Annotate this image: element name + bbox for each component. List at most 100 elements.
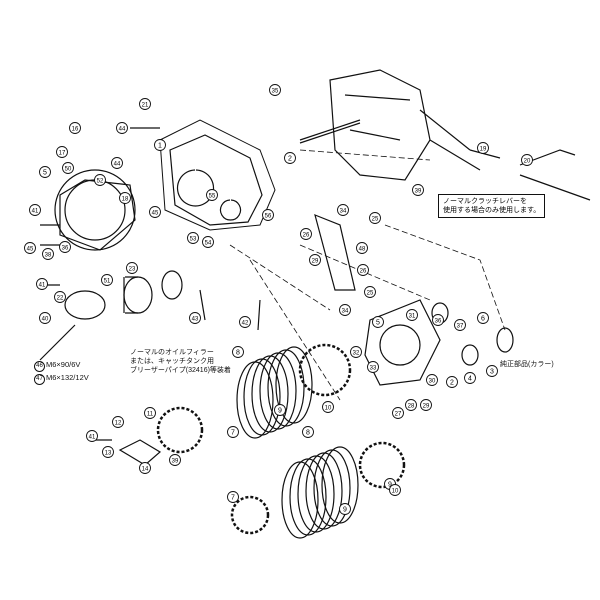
callout-26: 26 bbox=[357, 264, 369, 276]
callout-circle bbox=[119, 192, 131, 204]
callout-45: 45 bbox=[149, 206, 161, 218]
callout-circle bbox=[269, 84, 281, 96]
callout-number: 13 bbox=[105, 450, 112, 456]
callout-number: 19 bbox=[480, 146, 487, 152]
callout-number: 10 bbox=[325, 405, 332, 411]
callout-circle bbox=[169, 454, 181, 466]
callout-circle bbox=[406, 309, 418, 321]
callout-circle bbox=[426, 374, 438, 386]
callout-number: 36 bbox=[62, 245, 69, 251]
callout-circle bbox=[454, 319, 466, 331]
callout-circle bbox=[59, 241, 71, 253]
callout-40: 40 bbox=[39, 312, 51, 324]
callout-circle bbox=[521, 154, 533, 166]
callout-33: 33 bbox=[367, 361, 379, 373]
callout-number: 25 bbox=[367, 290, 374, 296]
clutch-lever-note-line: 使用する場合のみ使用します。 bbox=[443, 207, 541, 214]
callout-39: 39 bbox=[412, 184, 424, 196]
callout-44: 44 bbox=[111, 157, 123, 169]
callout-number: 9 bbox=[278, 407, 282, 414]
callout-7: 7 bbox=[227, 426, 239, 438]
callout-number: 2 bbox=[288, 155, 292, 162]
callout-number: 4 bbox=[468, 375, 472, 382]
engine-case bbox=[329, 69, 481, 181]
spring bbox=[161, 270, 183, 300]
callout-circle bbox=[372, 316, 384, 328]
callout-12: 12 bbox=[112, 416, 124, 428]
oil-filler-note-line: ノーマルのオイルフィラー bbox=[130, 349, 214, 356]
derby-cover-plate bbox=[59, 179, 136, 251]
callout-56: 56 bbox=[262, 209, 274, 221]
callout-circle bbox=[339, 304, 351, 316]
callout-circle bbox=[302, 426, 314, 438]
callout-8: 8 bbox=[302, 426, 314, 438]
callout-number: 10 bbox=[392, 488, 399, 494]
callout-number: 21 bbox=[142, 102, 149, 108]
callout-circle bbox=[102, 446, 114, 458]
callout-number: 36 bbox=[435, 318, 442, 324]
callout-circle bbox=[24, 242, 36, 254]
callout-number: 7 bbox=[231, 494, 235, 501]
callout-number: 8 bbox=[236, 349, 240, 356]
callout-number: 14 bbox=[142, 466, 149, 472]
callout-6: 6 bbox=[477, 312, 489, 324]
callout-22: 22 bbox=[54, 291, 66, 303]
callout-circle bbox=[356, 242, 368, 254]
callout-34: 34 bbox=[339, 304, 351, 316]
callout-number: 12 bbox=[115, 420, 122, 426]
callout-number: 54 bbox=[205, 240, 212, 246]
callout-number: 17 bbox=[59, 150, 66, 156]
parts-drawing bbox=[39, 69, 591, 539]
callout-number: 32 bbox=[353, 350, 360, 356]
callout-36: 36 bbox=[59, 241, 71, 253]
callout-circle bbox=[369, 212, 381, 224]
callout-number: 31 bbox=[409, 313, 416, 319]
callout-10: 10 bbox=[389, 484, 401, 496]
oil-filler-note-line: ブリーザーパイプ(32416)等装着 bbox=[130, 367, 231, 374]
callout-number: 8 bbox=[306, 429, 310, 436]
release-bracket bbox=[118, 439, 162, 466]
callout-4: 4 bbox=[464, 372, 476, 384]
callout-number: 3 bbox=[490, 368, 494, 375]
callout-16: 16 bbox=[69, 122, 81, 134]
callout-number: 30 bbox=[429, 378, 436, 384]
filter-cap bbox=[64, 290, 106, 320]
clutch-basket bbox=[364, 299, 441, 386]
callout-2: 2 bbox=[446, 376, 458, 388]
callout-circle bbox=[126, 262, 138, 274]
bolt-number: 46 bbox=[34, 361, 45, 372]
callout-circle bbox=[39, 312, 51, 324]
callout-circle bbox=[149, 206, 161, 218]
bolts bbox=[39, 127, 261, 441]
callout-circle bbox=[39, 166, 51, 178]
callout-number: 9 bbox=[388, 481, 392, 488]
callout-23: 23 bbox=[126, 262, 138, 274]
clutch-plate-stack-lower bbox=[281, 446, 359, 539]
oil-filler-note-line: または、キャッチタンク用 bbox=[130, 358, 214, 365]
callout-circle bbox=[206, 189, 218, 201]
callout-1: 1 bbox=[154, 139, 166, 151]
callout-circle bbox=[232, 346, 244, 358]
callout-36: 36 bbox=[432, 314, 444, 326]
derby-cover bbox=[54, 169, 136, 251]
callout-number: 34 bbox=[340, 208, 347, 214]
callout-circle bbox=[309, 254, 321, 266]
callout-number: 33 bbox=[370, 365, 377, 371]
callout-circle bbox=[29, 204, 41, 216]
callout-53: 53 bbox=[187, 232, 199, 244]
callout-number: 39 bbox=[172, 458, 179, 464]
callout-circle bbox=[227, 426, 239, 438]
callout-circle bbox=[339, 503, 351, 515]
callout-5: 5 bbox=[372, 316, 384, 328]
callout-9: 9 bbox=[274, 404, 286, 416]
callout-55: 55 bbox=[206, 189, 218, 201]
callout-circle bbox=[392, 407, 404, 419]
callout-circle bbox=[477, 142, 489, 154]
derby-cover-inner bbox=[64, 179, 126, 241]
callout-circle bbox=[477, 312, 489, 324]
callout-circle bbox=[405, 399, 417, 411]
callout-number: 40 bbox=[42, 316, 49, 322]
